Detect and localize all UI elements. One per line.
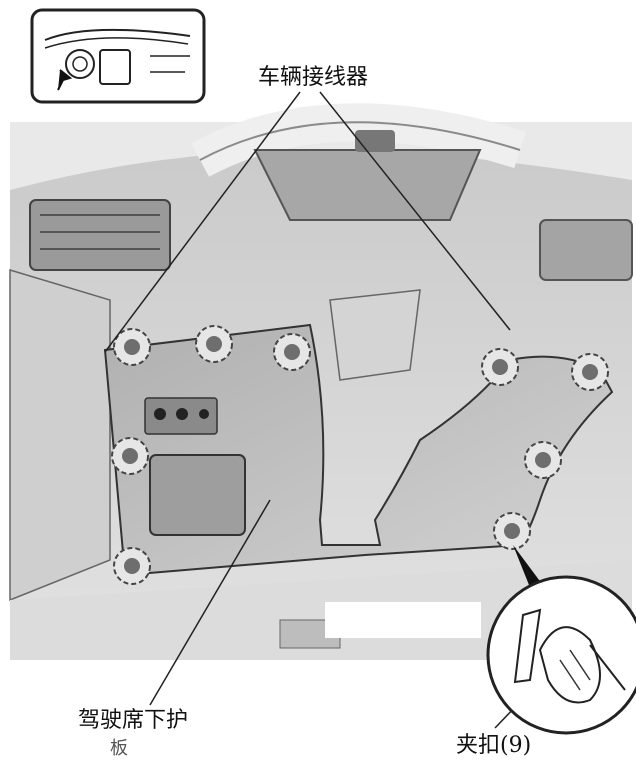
vehicle-connector-label: 车辆接线器 bbox=[258, 65, 369, 90]
zoom-detail-icon bbox=[486, 575, 636, 735]
clip-label: 夹扣(9) bbox=[456, 733, 532, 758]
dashboard-locator-icon bbox=[30, 8, 206, 104]
driver-lower-cover-label-cont: 板 bbox=[110, 738, 128, 759]
driver-lower-cover-label: 驾驶席下护 bbox=[78, 708, 189, 733]
